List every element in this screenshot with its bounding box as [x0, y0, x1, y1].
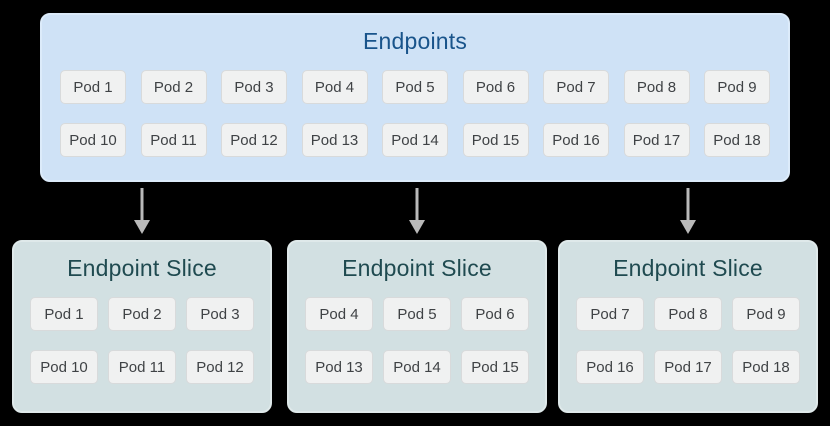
pod-chip: Pod 4 — [305, 297, 373, 331]
endpoints-pod-row-1: Pod 1 Pod 2 Pod 3 Pod 4 Pod 5 Pod 6 Pod 7 Pod 8… — [60, 70, 770, 104]
pod-chip: Pod 9 — [732, 297, 800, 331]
pod-chip: Pod 16 — [576, 350, 644, 384]
pod-chip: Pod 4 — [301, 70, 368, 104]
pod-chip: Pod 16 — [543, 123, 609, 157]
endpoints-pod-row-2: Pod 10 Pod 11 Pod 12 Pod 13 Pod 14 Pod 15 Pod … — [60, 123, 770, 157]
pod-chip: Pod 13 — [301, 123, 368, 157]
pod-chip: Pod 14 — [383, 350, 451, 384]
pod-chip: Pod 9 — [704, 70, 770, 104]
pod-chip: Pod 1 — [30, 297, 98, 331]
pod-chip: Pod 12 — [186, 350, 254, 384]
pod-chip: Pod 12 — [221, 123, 287, 157]
slice-1-pod-grid: Pod 1 Pod 2 Pod 3 Pod 10 Pod 11 Pod 12 — [30, 297, 254, 384]
pod-chip: Pod 3 — [186, 297, 254, 331]
down-arrow-icon — [409, 188, 425, 234]
pod-chip: Pod 13 — [305, 350, 373, 384]
pod-chip: Pod 2 — [108, 297, 176, 331]
slice-3-pod-row-1: Pod 7 Pod 8 Pod 9 — [576, 297, 800, 331]
pod-chip: Pod 14 — [382, 123, 448, 157]
pod-chip: Pod 15 — [461, 350, 529, 384]
slice-3-pod-row-2: Pod 16 Pod 17 Pod 18 — [576, 350, 800, 384]
arrow-stem — [140, 188, 144, 221]
pod-chip: Pod 3 — [221, 70, 287, 104]
slice-2-pod-row-2: Pod 13 Pod 14 Pod 15 — [305, 350, 529, 384]
arrow-head — [680, 220, 696, 234]
pod-chip: Pod 1 — [60, 70, 126, 104]
arrow-head — [134, 220, 150, 234]
pod-chip: Pod 2 — [140, 70, 207, 104]
pod-chip: Pod 5 — [382, 70, 448, 104]
endpoints-box: Endpoints Pod 1 Pod 2 Pod 3 Pod 4 Pod 5 Pod 6… — [40, 13, 790, 182]
pod-chip: Pod 10 — [30, 350, 98, 384]
pod-chip: Pod 17 — [623, 123, 690, 157]
pod-chip: Pod 11 — [108, 350, 176, 384]
pod-chip: Pod 10 — [60, 123, 126, 157]
down-arrow-icon — [134, 188, 150, 234]
pod-chip: Pod 7 — [576, 297, 644, 331]
arrow-stem — [686, 188, 690, 221]
pod-chip: Pod 6 — [461, 297, 529, 331]
endpoints-title: Endpoints — [362, 28, 468, 54]
slice-3-pod-grid: Pod 7 Pod 8 Pod 9 Pod 16 Pod 17 Pod 18 — [576, 297, 800, 384]
pod-chip: Pod 7 — [543, 70, 609, 104]
down-arrow-icon — [680, 188, 696, 234]
slice-1-pod-row-2: Pod 10 Pod 11 Pod 12 — [30, 350, 254, 384]
endpoint-slice-title: Endpoint Slice — [613, 255, 763, 281]
pod-chip: Pod 18 — [732, 350, 800, 384]
pod-chip: Pod 8 — [623, 70, 690, 104]
pod-chip: Pod 15 — [462, 123, 529, 157]
endpoint-slice-title: Endpoint Slice — [342, 255, 492, 281]
slice-2-pod-grid: Pod 4 Pod 5 Pod 6 Pod 13 Pod 14 Pod 15 — [305, 297, 529, 384]
pod-chip: Pod 17 — [654, 350, 722, 384]
arrow-head — [409, 220, 425, 234]
arrow-stem — [415, 188, 419, 221]
pod-chip: Pod 6 — [462, 70, 529, 104]
pod-chip: Pod 5 — [383, 297, 451, 331]
slice-2-pod-row-1: Pod 4 Pod 5 Pod 6 — [305, 297, 529, 331]
pod-chip: Pod 8 — [654, 297, 722, 331]
pod-chip: Pod 11 — [140, 123, 207, 157]
pod-chip: Pod 18 — [704, 123, 770, 157]
endpoint-slice-title: Endpoint Slice — [67, 255, 217, 281]
slice-1-pod-row-1: Pod 1 Pod 2 Pod 3 — [30, 297, 254, 331]
endpoints-pod-grid: Pod 1 Pod 2 Pod 3 Pod 4 Pod 5 Pod 6 Pod 7 Pod 8… — [60, 70, 770, 157]
